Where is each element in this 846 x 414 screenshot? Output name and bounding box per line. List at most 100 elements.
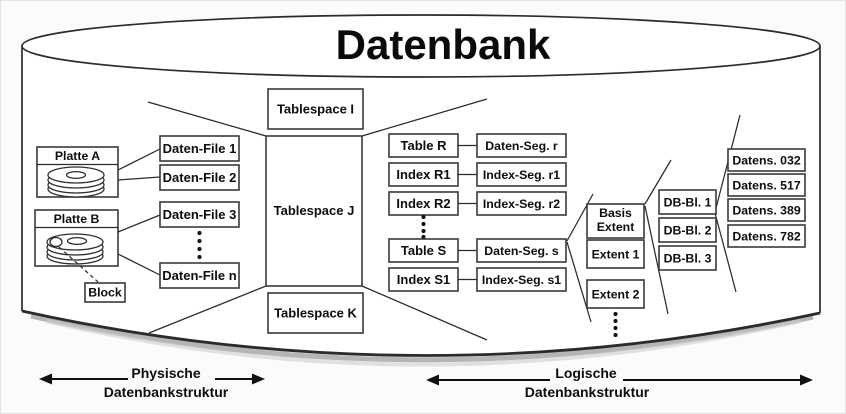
- db-block-1-box: [658, 189, 717, 215]
- extent-ellipsis-dots: [613, 311, 618, 338]
- index-r1-box: [388, 162, 459, 187]
- data-file-2-label: Daten-File 2: [163, 170, 237, 185]
- block-box: [84, 282, 126, 303]
- index-seg-s1-box: [476, 267, 567, 292]
- tablespace-j-box: [265, 135, 363, 287]
- logical-arrow-left-head-icon: [426, 374, 439, 386]
- table-r-box: [388, 133, 459, 158]
- data-file-ellipsis-dots: [197, 230, 202, 260]
- record-3-label: Datens. 389: [732, 204, 801, 218]
- disk-b-group: Platte B: [34, 209, 119, 283]
- disk-b-label: Platte B: [54, 212, 100, 226]
- record-1-label: Datens. 032: [732, 154, 801, 168]
- basis-extent-box: [586, 203, 645, 239]
- table-s-box: [388, 238, 459, 263]
- connector-diskb-filen: [117, 253, 161, 276]
- block-group: Block: [84, 282, 126, 303]
- logical-structure-legend: Logische Datenbankstruktur: [426, 365, 813, 400]
- index-seg-r2-label: Index-Seg. r2: [483, 197, 560, 211]
- data-file-column: Daten-File 1 Daten-File 2 Daten-File 3 D…: [159, 135, 240, 289]
- block-label: Block: [88, 286, 122, 300]
- index-s1-label: Index S1: [397, 272, 450, 287]
- tablespace-k-box: [267, 292, 364, 334]
- physical-arrow-left-head-icon: [39, 373, 52, 385]
- index-seg-r1-box: [476, 162, 567, 187]
- index-seg-s1-label: Index-Seg. s1: [482, 273, 561, 287]
- index-seg-r2-box: [476, 191, 567, 216]
- basis-extent-label-line1: Basis: [599, 206, 632, 220]
- disk-a-group: Platte A: [36, 146, 119, 198]
- index-s1-box: [388, 267, 459, 292]
- db-block-2-label: DB-Bl. 2: [664, 224, 712, 238]
- daten-seg-r-label: Daten-Seg. r: [485, 139, 558, 153]
- wedge-files-tablespace-upper: [147, 101, 267, 137]
- data-file-2-box: [159, 164, 240, 191]
- wedge-files-tablespace-lower: [148, 285, 267, 334]
- cylinder-top-ellipse: [21, 14, 821, 78]
- daten-seg-r-box: [476, 133, 567, 158]
- record-1-box: [727, 148, 806, 172]
- wedge-extent-blocks-lower: [644, 205, 669, 315]
- extent-2-box: [586, 279, 645, 309]
- wedge-segment-extents-upper: [566, 193, 594, 242]
- physical-structure-legend: Physische Datenbankstruktur: [39, 365, 265, 400]
- data-file-3-label: Daten-File 3: [163, 207, 237, 222]
- physical-legend-line1: Physische: [131, 365, 200, 381]
- disk-file-connectors: [117, 148, 161, 276]
- extent-1-box: [586, 239, 645, 269]
- connector-diskb-file3: [117, 214, 161, 233]
- block-pointer-dashed-line: [58, 246, 99, 283]
- record-2-label: Datens. 517: [732, 179, 801, 193]
- db-block-3-box: [658, 245, 717, 271]
- connector-diska-file1: [117, 148, 161, 171]
- connector-diska-file2: [117, 176, 161, 181]
- disk-a-platter-icon: [47, 166, 105, 198]
- record-2-box: [727, 173, 806, 197]
- cylinder-bottom-arc: [21, 309, 821, 357]
- wedge-tablespace-segments-lower: [361, 285, 488, 341]
- db-block-1-label: DB-Bl. 1: [664, 196, 712, 210]
- diagram-title: Datenbank: [336, 21, 551, 68]
- physical-arrow-right-head-icon: [252, 373, 265, 385]
- data-file-n-label: Daten-File n: [162, 268, 236, 283]
- db-block-2-box: [658, 217, 717, 243]
- tablespace-column: Tablespace I Tablespace J Tablespace K: [265, 88, 364, 334]
- data-file-1-box: [159, 135, 240, 162]
- disk-a-label: Platte A: [55, 149, 100, 163]
- record-4-label: Datens. 782: [732, 230, 801, 244]
- tablespace-k-label: Tablespace K: [274, 306, 357, 321]
- wedge-tablespace-segments-upper: [361, 98, 488, 137]
- cylinder-shadow-soft: [45, 319, 802, 367]
- tablespace-i-box: [267, 88, 364, 130]
- disk-b-platter-icon: [46, 233, 104, 265]
- db-block-column: DB-Bl. 1 DB-Bl. 2 DB-Bl. 3: [658, 189, 717, 271]
- physical-legend-line2: Datenbankstruktur: [104, 384, 229, 400]
- segment-mapping: Table R Daten-Seg. r Index R1 Index-Seg.…: [388, 133, 567, 292]
- extent-column: Basis Extent Extent 1 Extent 2: [586, 203, 645, 338]
- data-file-1-label: Daten-File 1: [163, 141, 237, 156]
- basis-extent-label-line2: Extent: [597, 220, 635, 234]
- tablespace-j-label: Tablespace J: [274, 203, 355, 218]
- record-column: Datens. 032 Datens. 517 Datens. 389 Date…: [727, 148, 806, 248]
- daten-seg-s-box: [476, 238, 567, 263]
- tablespace-i-label: Tablespace I: [277, 102, 354, 117]
- index-r1-label: Index R1: [396, 167, 450, 182]
- logical-legend-line1: Logische: [555, 365, 617, 381]
- table-s-label: Table S: [401, 243, 447, 258]
- cylinder-shadow: [30, 313, 814, 363]
- data-file-3-box: [159, 201, 240, 228]
- wedge-lines: [147, 98, 741, 341]
- extent-1-label: Extent 1: [592, 248, 640, 262]
- index-r2-label: Index R2: [396, 196, 450, 211]
- index-seg-r1-label: Index-Seg. r1: [483, 168, 560, 182]
- record-4-box: [727, 224, 806, 248]
- disk-b-block-marker: [49, 236, 63, 248]
- wedge-block-records-lower: [714, 212, 737, 293]
- record-3-box: [727, 198, 806, 222]
- daten-seg-s-label: Daten-Seg. s: [484, 244, 559, 258]
- logical-arrow-right-head-icon: [800, 374, 813, 386]
- db-block-3-label: DB-Bl. 3: [664, 252, 712, 266]
- data-file-n-box: [159, 262, 240, 289]
